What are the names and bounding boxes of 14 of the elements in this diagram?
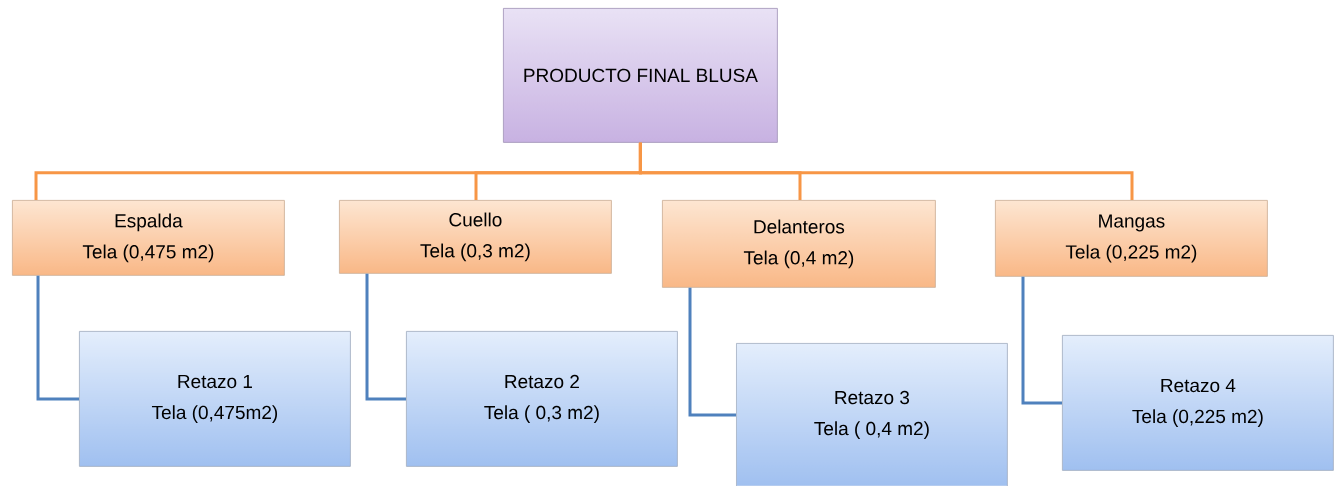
- process-box: Mangas Tela (0,225 m2): [995, 200, 1268, 277]
- process-box: Retazo 3 Tela ( 0,4 m2): [736, 343, 1008, 486]
- process-box: Delanteros Tela (0,4 m2): [662, 200, 936, 288]
- title-box: PRODUCTO FINAL BLUSA: [503, 8, 778, 143]
- connector-line: [36, 275, 79, 401]
- process-box: Retazo 2 Tela ( 0,3 m2): [406, 331, 678, 467]
- connector-line: [638, 142, 1134, 200]
- connector-line: [1021, 276, 1062, 405]
- process-box: Espalda Tela (0,475 m2): [12, 200, 285, 276]
- process-box: Retazo 4 Tela (0,225 m2): [1062, 335, 1334, 471]
- process-box: Retazo 1 Tela (0,475m2): [79, 331, 351, 467]
- process-box: Cuello Tela (0,3 m2): [339, 200, 612, 274]
- connector-line: [688, 287, 736, 417]
- connector-line: [365, 273, 406, 401]
